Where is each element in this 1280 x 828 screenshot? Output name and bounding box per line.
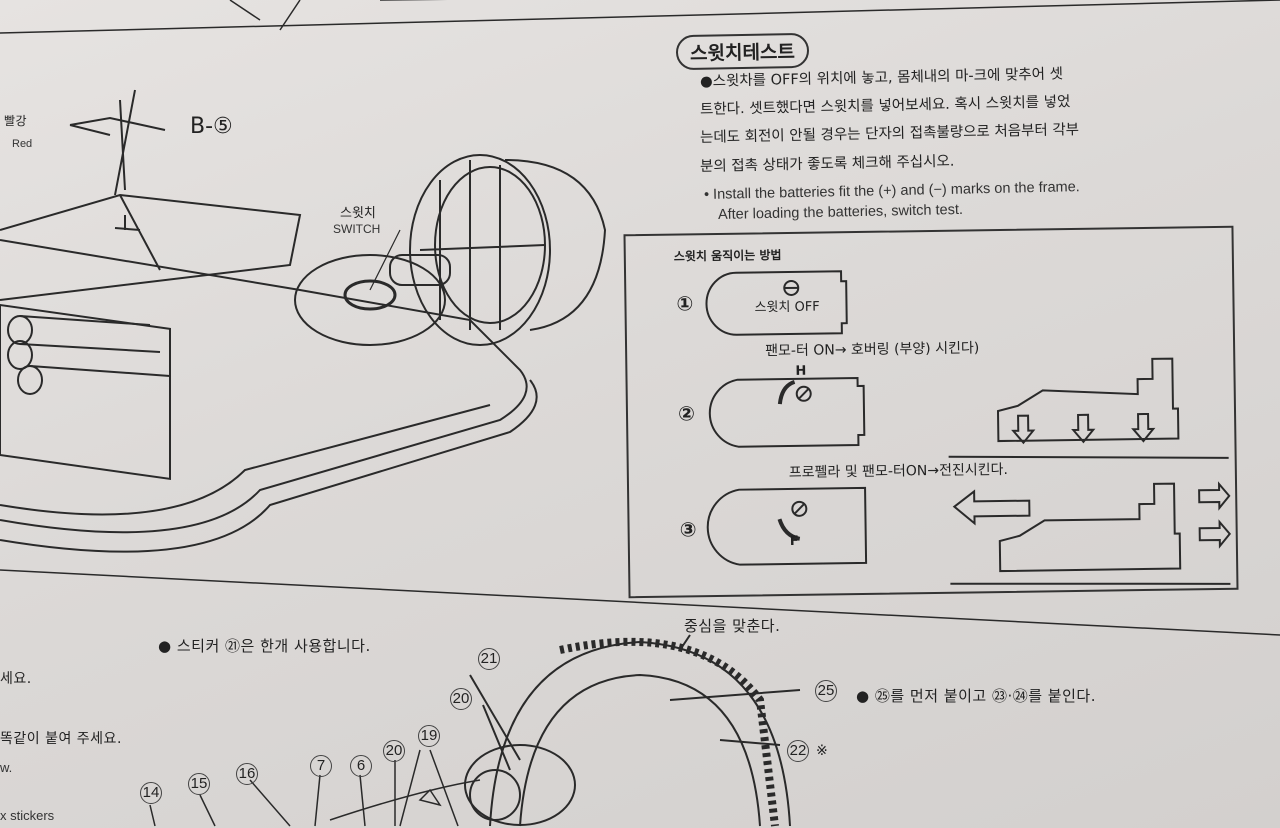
part-number: 21: [478, 648, 500, 670]
step-2-caption: 팬모-터 ON→ 호버링 (부양) 시킨다): [765, 340, 980, 360]
switch-test-title: 스윗치테스트: [675, 32, 810, 71]
switch-howto-box: 스윗치 움직이는 방법 ① 스윗치 OFF 팬모-터 ON→ 호버링 (부양) …: [623, 225, 1239, 599]
part-number: 15: [188, 773, 210, 795]
part-number: 19: [418, 725, 440, 747]
left-cut-text: x stickers: [0, 808, 55, 823]
step-number: ③: [679, 517, 697, 542]
part-number: 16: [236, 763, 258, 785]
center-align-note: 중심을 맞춘다.: [684, 617, 781, 635]
switch-off-label: 스윗치 OFF: [754, 299, 820, 316]
switch-label-english: SWITCH: [333, 222, 381, 236]
sticker-25-note: ● ㉕를 먼저 붙이고 ㉓·㉔를 붙인다.: [856, 687, 1096, 705]
part-number: 20: [383, 740, 405, 762]
left-cut-text: 세요.: [0, 671, 32, 687]
sticker-number-22: 22: [787, 740, 809, 762]
switch-diagrams: [705, 270, 1232, 585]
forward-mark: F: [789, 533, 799, 549]
part-b5-label: B-⑤: [190, 114, 233, 139]
part-number: 7: [310, 755, 332, 777]
step-number: ①: [676, 291, 694, 316]
sticker-number-25: 25: [815, 680, 837, 702]
step-number: ②: [677, 401, 696, 426]
part-number: 20: [450, 688, 472, 710]
part-number: 6: [350, 755, 372, 777]
switch-label-korean: 스윗치: [340, 206, 376, 221]
step-3-caption: 프로펠라 및 팬모-터ON→전진시킨다.: [788, 461, 1009, 481]
red-label-korean: 빨강: [4, 114, 28, 128]
part-number: 14: [140, 782, 162, 804]
red-label-english: Red: [12, 138, 33, 150]
left-cut-text: 똑같이 붙여 주세요.: [0, 731, 122, 747]
hover-mark: H: [795, 363, 807, 379]
left-cut-text: w.: [0, 760, 13, 775]
sticker-21-note: ● 스티커 ㉑은 한개 사용합니다.: [158, 637, 371, 655]
sticker-22-mark: ※: [816, 743, 828, 759]
